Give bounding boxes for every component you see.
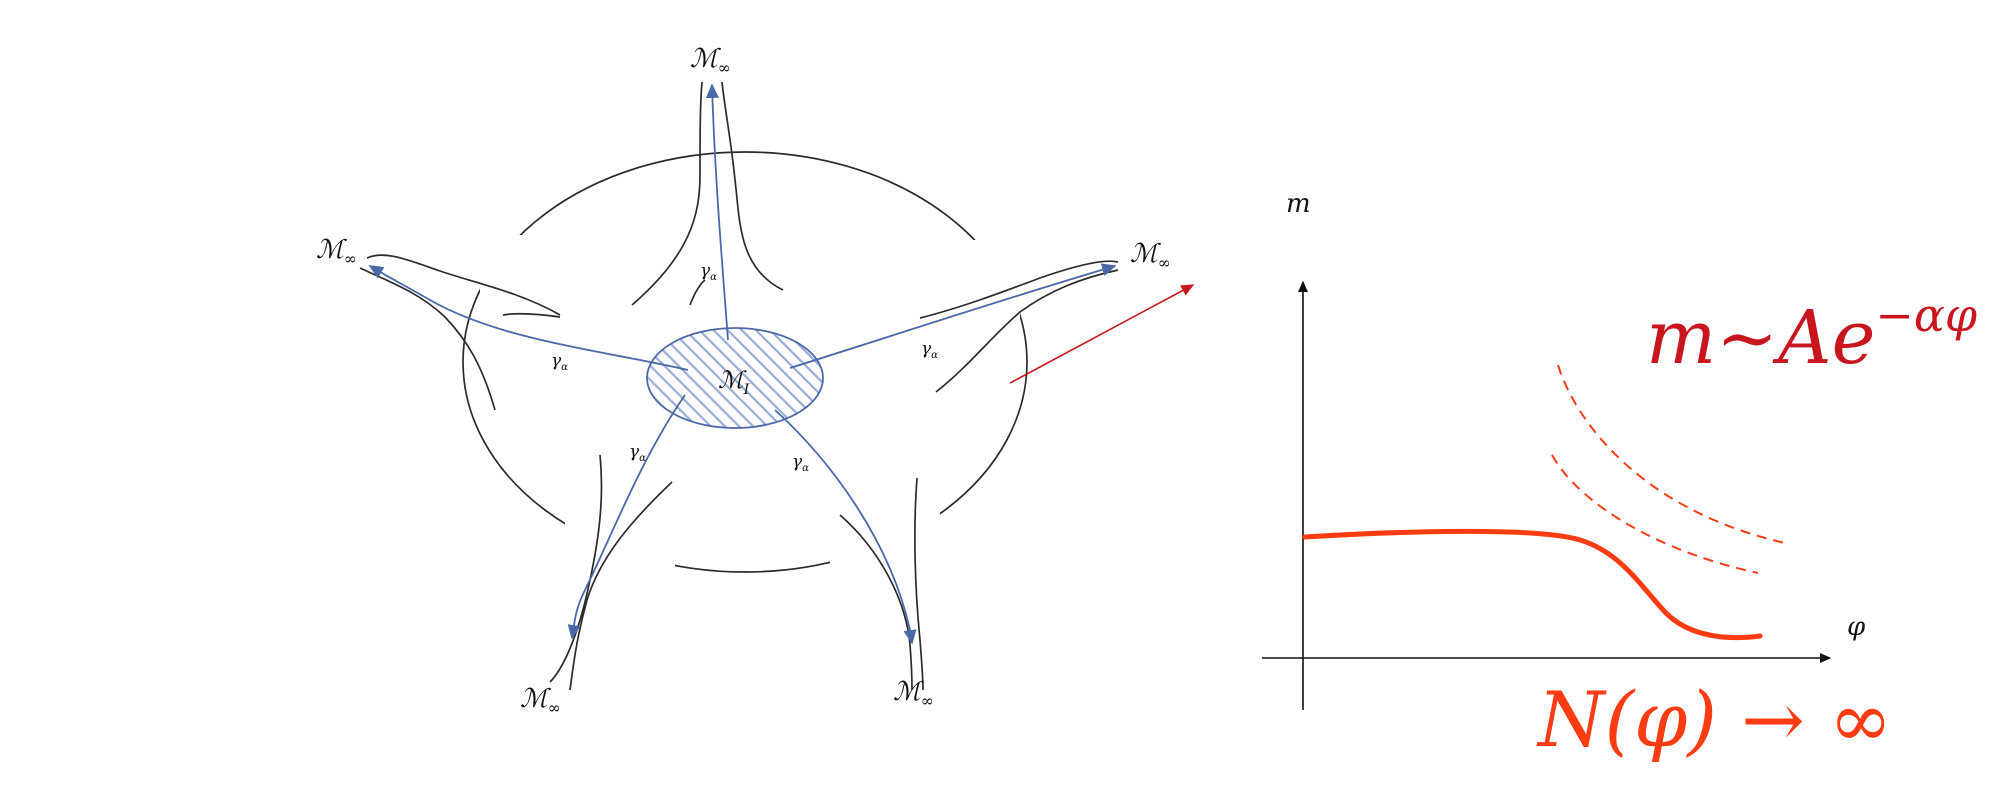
dashed-curve-inner	[1551, 454, 1759, 574]
label-m-infinity-bottom-right: ℳ∞	[893, 677, 934, 710]
label-gamma-bottom-left: γα	[629, 442, 646, 464]
moduli-space-diagram: ℳ∞ ℳ∞ ℳ∞ ℳ∞ ℳ∞ ℳI γα γα	[316, 44, 1195, 717]
geodesics	[368, 83, 1117, 645]
label-m-interior: ℳI	[718, 366, 750, 398]
geodesic-right	[789, 263, 1117, 369]
spike-left	[359, 254, 561, 411]
label-m-infinity-top: ℳ∞	[690, 44, 731, 77]
y-axis-label: m	[1286, 189, 1311, 219]
spike-bottom-left	[549, 454, 673, 691]
mass-curve	[1302, 528, 1763, 641]
label-gamma-left: γα	[551, 351, 568, 373]
interior-region	[646, 327, 824, 429]
infinity-labels: ℳ∞ ℳ∞ ℳ∞ ℳ∞ ℳ∞	[316, 44, 1171, 717]
spike-right	[919, 260, 1119, 393]
label-m-infinity-right: ℳ∞	[1130, 239, 1171, 272]
label-m-infinity-left: ℳ∞	[316, 235, 357, 268]
label-gamma-top: γα	[700, 261, 717, 283]
outward-arrow	[1009, 284, 1195, 384]
x-axis-label: φ	[1847, 612, 1866, 642]
dashed-curve-outer	[1557, 364, 1786, 544]
formula-mass-exponential: m~Ae−αφ	[1646, 288, 1977, 381]
spike-top	[631, 81, 784, 306]
geodesic-bottom-right	[774, 409, 917, 645]
moduli-space-boundary	[462, 151, 1028, 573]
geodesic-labels: γα γα γα γα γα	[551, 261, 938, 474]
formula-tower-divergence: N(φ) → ∞	[1536, 675, 1892, 764]
geodesic-bottom-left	[567, 394, 686, 640]
spike-masks	[480, 205, 1020, 585]
label-gamma-bottom-right: γα	[792, 452, 809, 474]
geodesic-left	[368, 265, 689, 371]
mass-plot: m φ m~Ae−αφ N(φ) → ∞	[1262, 189, 1977, 764]
label-m-infinity-bottom-left: ℳ∞	[520, 684, 561, 717]
label-gamma-right: γα	[921, 339, 938, 361]
geodesic-top	[705, 83, 729, 341]
